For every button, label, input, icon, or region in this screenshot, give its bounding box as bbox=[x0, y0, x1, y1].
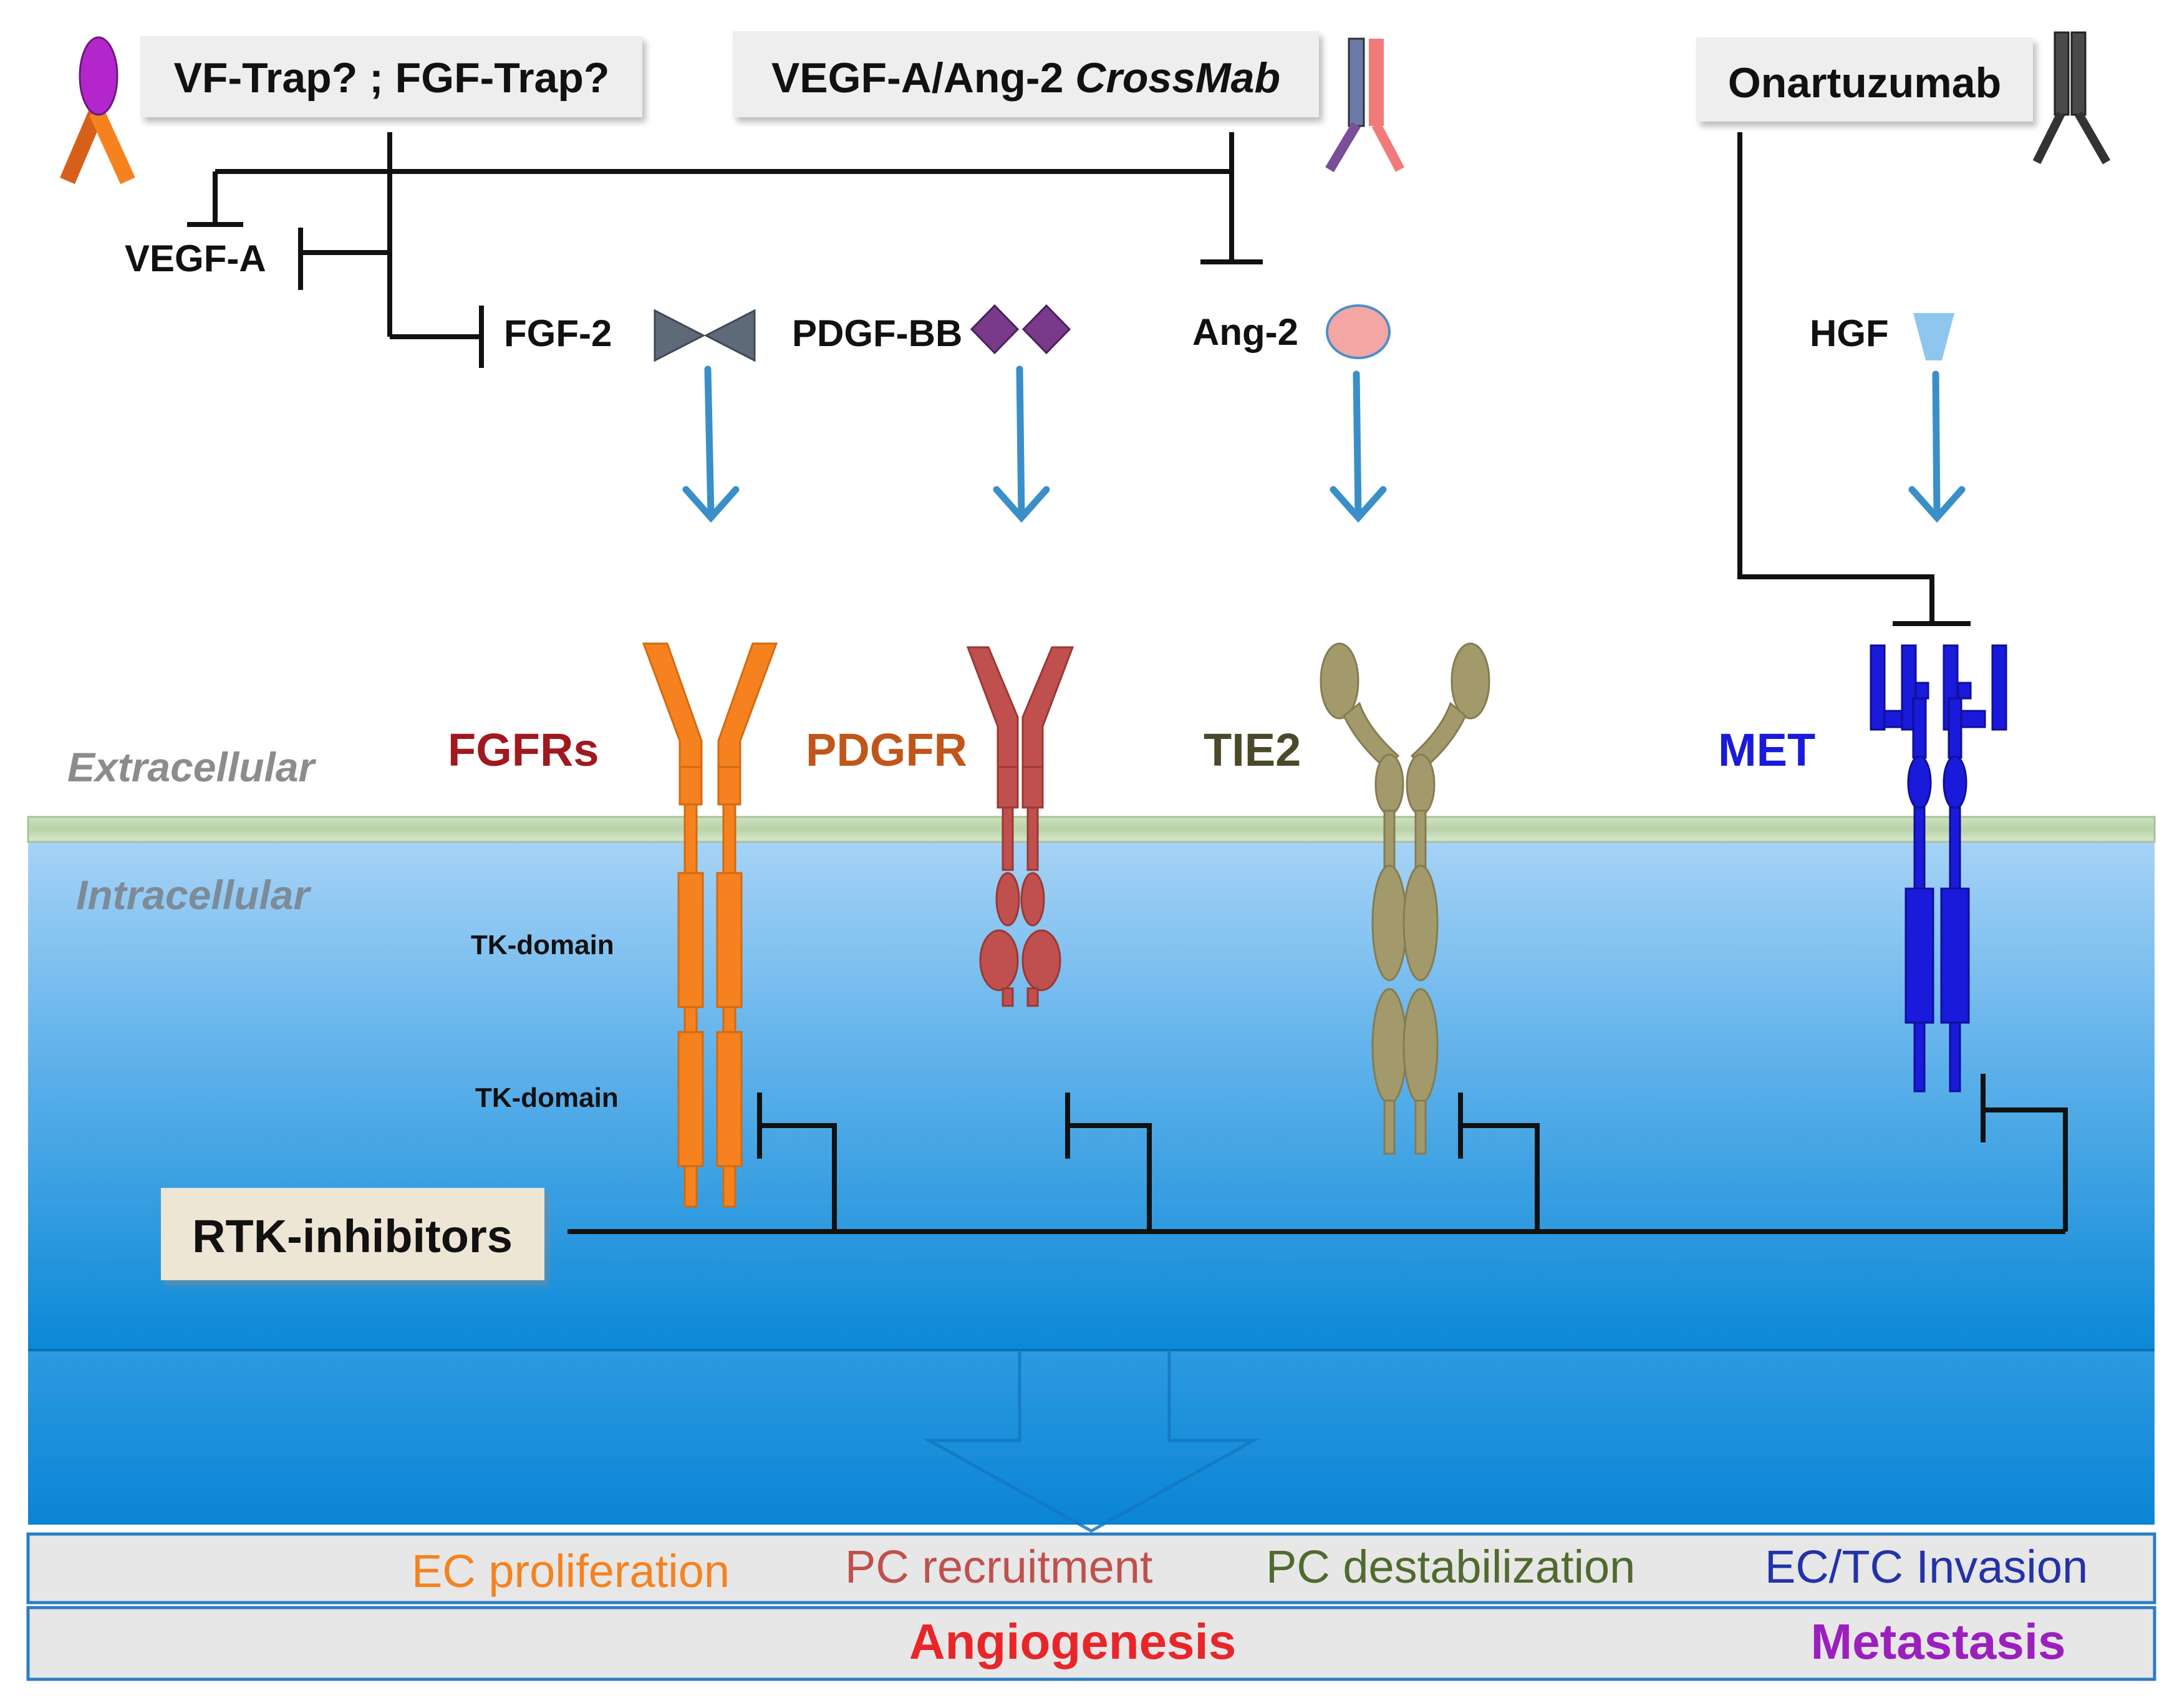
rtk-inhibition-lines bbox=[567, 1074, 2068, 1234]
vf-trap-molecule-icon bbox=[60, 36, 135, 185]
ec-proliferation-label: EC proliferation bbox=[412, 1545, 730, 1597]
outcome-bar bbox=[26, 1532, 2156, 1604]
ligand-binding-arrows bbox=[682, 365, 1966, 523]
pc-destabilization-label: PC destabilization bbox=[1266, 1541, 1635, 1593]
vegf-a-label: VEGF-A bbox=[125, 238, 266, 279]
pdgfr-receptor-icon bbox=[966, 646, 1074, 1007]
fgf-2-ligand-icon bbox=[654, 309, 756, 362]
tie2-receptor-icon bbox=[1320, 642, 1490, 1155]
pdgf-bb-label: PDGF-BB bbox=[792, 312, 962, 354]
onartuzumab-inhibition-line bbox=[1737, 132, 1971, 626]
rtk-inhibitors-label: RTK-inhibitors bbox=[192, 1210, 513, 1262]
vf-trap-label: VF-Trap? ; FGF-Trap? bbox=[174, 54, 610, 102]
onartuzumab-box bbox=[1696, 37, 2033, 122]
met-label: MET bbox=[1718, 724, 1815, 776]
ec-tc-invasion-label: EC/TC Invasion bbox=[1765, 1541, 2088, 1593]
crossmab-antibody-icon bbox=[1325, 37, 1405, 173]
crossmab-box bbox=[733, 31, 1319, 117]
fgfr-receptor-icon bbox=[642, 642, 778, 1208]
intracellular-label: Intracellular bbox=[76, 872, 311, 918]
trap-inhibition-lines bbox=[187, 132, 1263, 368]
pc-recruitment-label: PC recruitment bbox=[845, 1541, 1153, 1593]
pdgfr-label: PDGFR bbox=[806, 724, 967, 776]
met-receptor-icon bbox=[1870, 644, 2007, 1093]
ang-2-label: Ang-2 bbox=[1192, 311, 1298, 353]
onartuzumab-label: Onartuzumab bbox=[1728, 59, 2001, 107]
tie2-label: TIE2 bbox=[1204, 724, 1301, 776]
extracellular-label: Extracellular bbox=[67, 744, 317, 790]
ang-2-ligand-icon bbox=[1326, 304, 1391, 359]
fgfrs-label: FGFRs bbox=[448, 724, 599, 776]
crossmab-label: VEGF-A/Ang-2 CrossMab bbox=[771, 54, 1280, 102]
convergence-arrow bbox=[923, 1350, 1260, 1533]
cell-membrane bbox=[27, 816, 2156, 843]
metastasis-label: Metastasis bbox=[1810, 1614, 2065, 1669]
intracellular-region bbox=[28, 839, 2155, 1525]
tk-domain-label-lower: TK-domain bbox=[475, 1083, 619, 1113]
fgf-2-label: FGF-2 bbox=[504, 312, 612, 354]
vf-trap-box bbox=[140, 36, 642, 117]
tk-domain-label-upper: TK-domain bbox=[471, 930, 614, 960]
hgf-label: HGF bbox=[1810, 312, 1889, 354]
hgf-ligand-icon bbox=[1913, 313, 1954, 360]
result-bar bbox=[26, 1606, 2156, 1681]
pdgf-bb-ligand-icon bbox=[970, 304, 1071, 355]
angiogenesis-label: Angiogenesis bbox=[909, 1614, 1237, 1669]
onartuzumab-antibody-icon bbox=[2032, 31, 2111, 165]
rtk-inhibitors-box bbox=[161, 1188, 544, 1280]
